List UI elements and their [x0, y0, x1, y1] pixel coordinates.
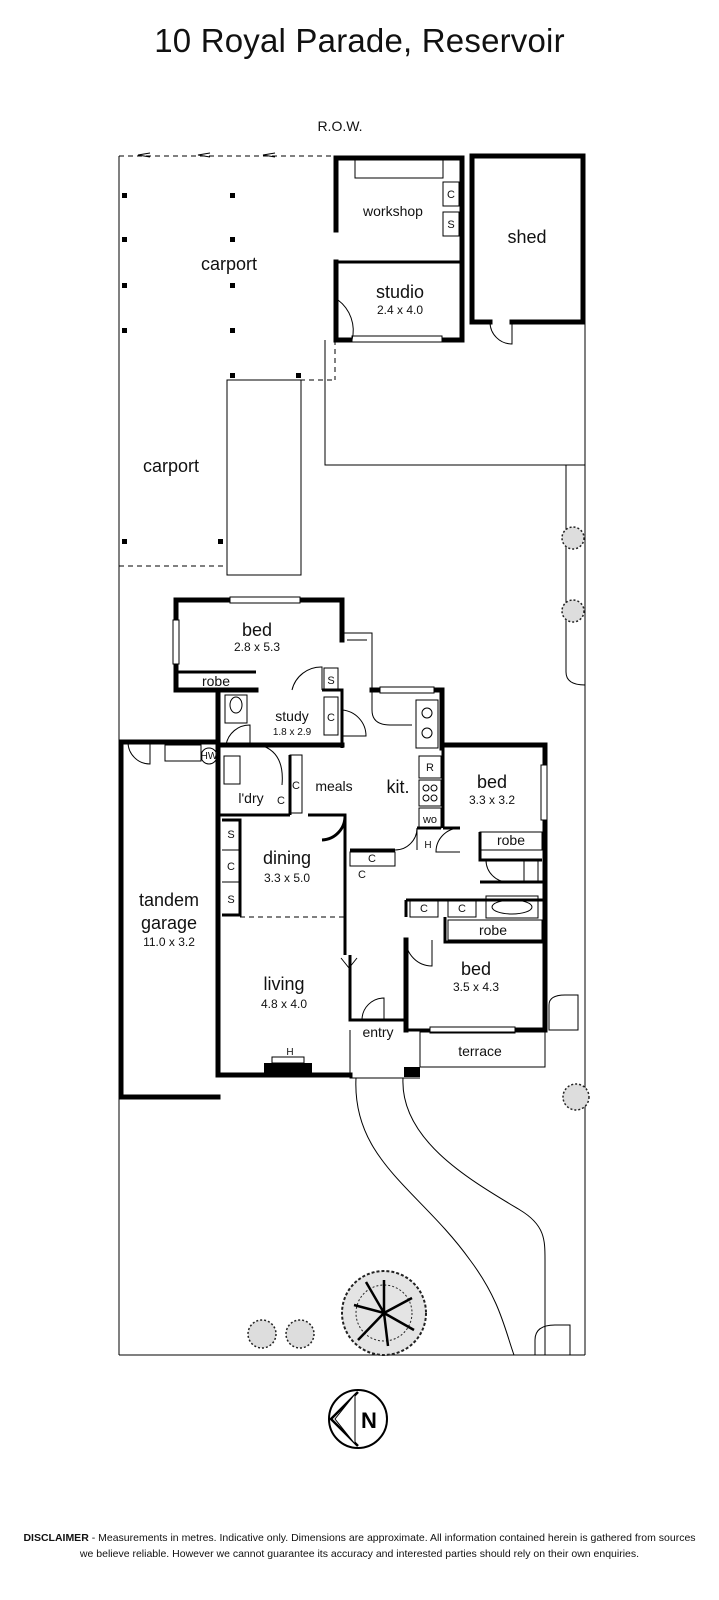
- svg-text:H: H: [286, 1047, 293, 1058]
- row-label: R.O.W.: [317, 118, 362, 134]
- svg-text:C: C: [327, 712, 335, 724]
- carport-mid-label: carport: [143, 456, 199, 476]
- paving: [324, 340, 585, 466]
- shelves-label: S: [447, 219, 454, 231]
- entry-label: entry: [362, 1024, 393, 1040]
- disclaimer-text: - Measurements in metres. Indicative onl…: [79, 1532, 696, 1560]
- garden-path: [355, 1077, 571, 1356]
- shrub-icon: [247, 526, 590, 1349]
- garage-dims: 11.0 x 3.2: [143, 935, 195, 949]
- svg-text:C: C: [277, 795, 285, 807]
- disclaimer-label: DISCLAIMER: [23, 1532, 89, 1544]
- dining-label: dining: [263, 848, 311, 868]
- fixture-labels: HW S C C C S C S C C C C R wo H H robe r…: [201, 673, 526, 1058]
- svg-text:robe: robe: [479, 922, 507, 938]
- wc-label: wo: [422, 814, 437, 826]
- heater-label: H: [424, 840, 431, 851]
- svg-text:C: C: [420, 903, 428, 915]
- meals-label: meals: [315, 778, 352, 794]
- cupboard-label: C: [447, 189, 455, 201]
- carport-top-label: carport: [201, 254, 257, 274]
- row-arrows: [137, 152, 276, 158]
- svg-text:C: C: [368, 853, 376, 865]
- house-walls: [118, 596, 579, 1100]
- svg-text:N: N: [361, 1408, 377, 1433]
- bed3-dims: 3.5 x 4.3: [453, 980, 499, 994]
- svg-text:C: C: [227, 861, 235, 873]
- svg-text:C: C: [458, 903, 466, 915]
- floor-plan: R.O.W. carport carport: [118, 118, 590, 1449]
- robe-label: robe: [202, 673, 230, 689]
- hot-water-label: HW: [201, 751, 218, 762]
- studio-dims: 2.4 x 4.0: [377, 303, 423, 317]
- bed1-dims: 2.8 x 5.3: [234, 640, 280, 654]
- bed1-label: bed: [242, 620, 272, 640]
- tree-icon: [341, 1270, 427, 1356]
- terrace-label: terrace: [458, 1043, 502, 1059]
- page-title: 10 Royal Parade, Reservoir: [154, 22, 565, 59]
- shed-label: shed: [507, 227, 546, 247]
- garage-label-2: garage: [141, 913, 197, 933]
- living-dims: 4.8 x 4.0: [261, 997, 307, 1011]
- bed2-label: bed: [477, 772, 507, 792]
- laundry-label: l'dry: [238, 790, 263, 806]
- room-labels: bed 2.8 x 5.3 study 1.8 x 2.9 meals kit.…: [139, 620, 515, 1059]
- svg-text:C: C: [292, 780, 300, 792]
- bed2-dims: 3.3 x 3.2: [469, 793, 515, 807]
- study-dims: 1.8 x 2.9: [273, 727, 312, 738]
- svg-text:C: C: [358, 869, 366, 881]
- svg-text:robe: robe: [497, 832, 525, 848]
- workshop-label: workshop: [362, 203, 423, 219]
- svg-text:S: S: [227, 829, 234, 841]
- dining-dims: 3.3 x 5.0: [264, 871, 310, 885]
- studio-label: studio: [376, 282, 424, 302]
- side-path: [565, 465, 586, 686]
- carport-slab: [226, 379, 302, 576]
- bed3-label: bed: [461, 959, 491, 979]
- shed: [469, 153, 586, 345]
- living-label: living: [263, 974, 304, 994]
- fridge-label: R: [426, 762, 434, 774]
- kitchen-label: kit.: [386, 777, 409, 797]
- carport-posts: [122, 193, 301, 544]
- svg-text:S: S: [327, 675, 334, 687]
- study-label: study: [275, 708, 308, 724]
- north-compass-icon: N: [328, 1389, 388, 1449]
- svg-text:S: S: [227, 894, 234, 906]
- garage-label-1: tandem: [139, 890, 199, 910]
- disclaimer: DISCLAIMER - Measurements in metres. Ind…: [20, 1530, 699, 1562]
- workshop-studio-block: [333, 155, 465, 343]
